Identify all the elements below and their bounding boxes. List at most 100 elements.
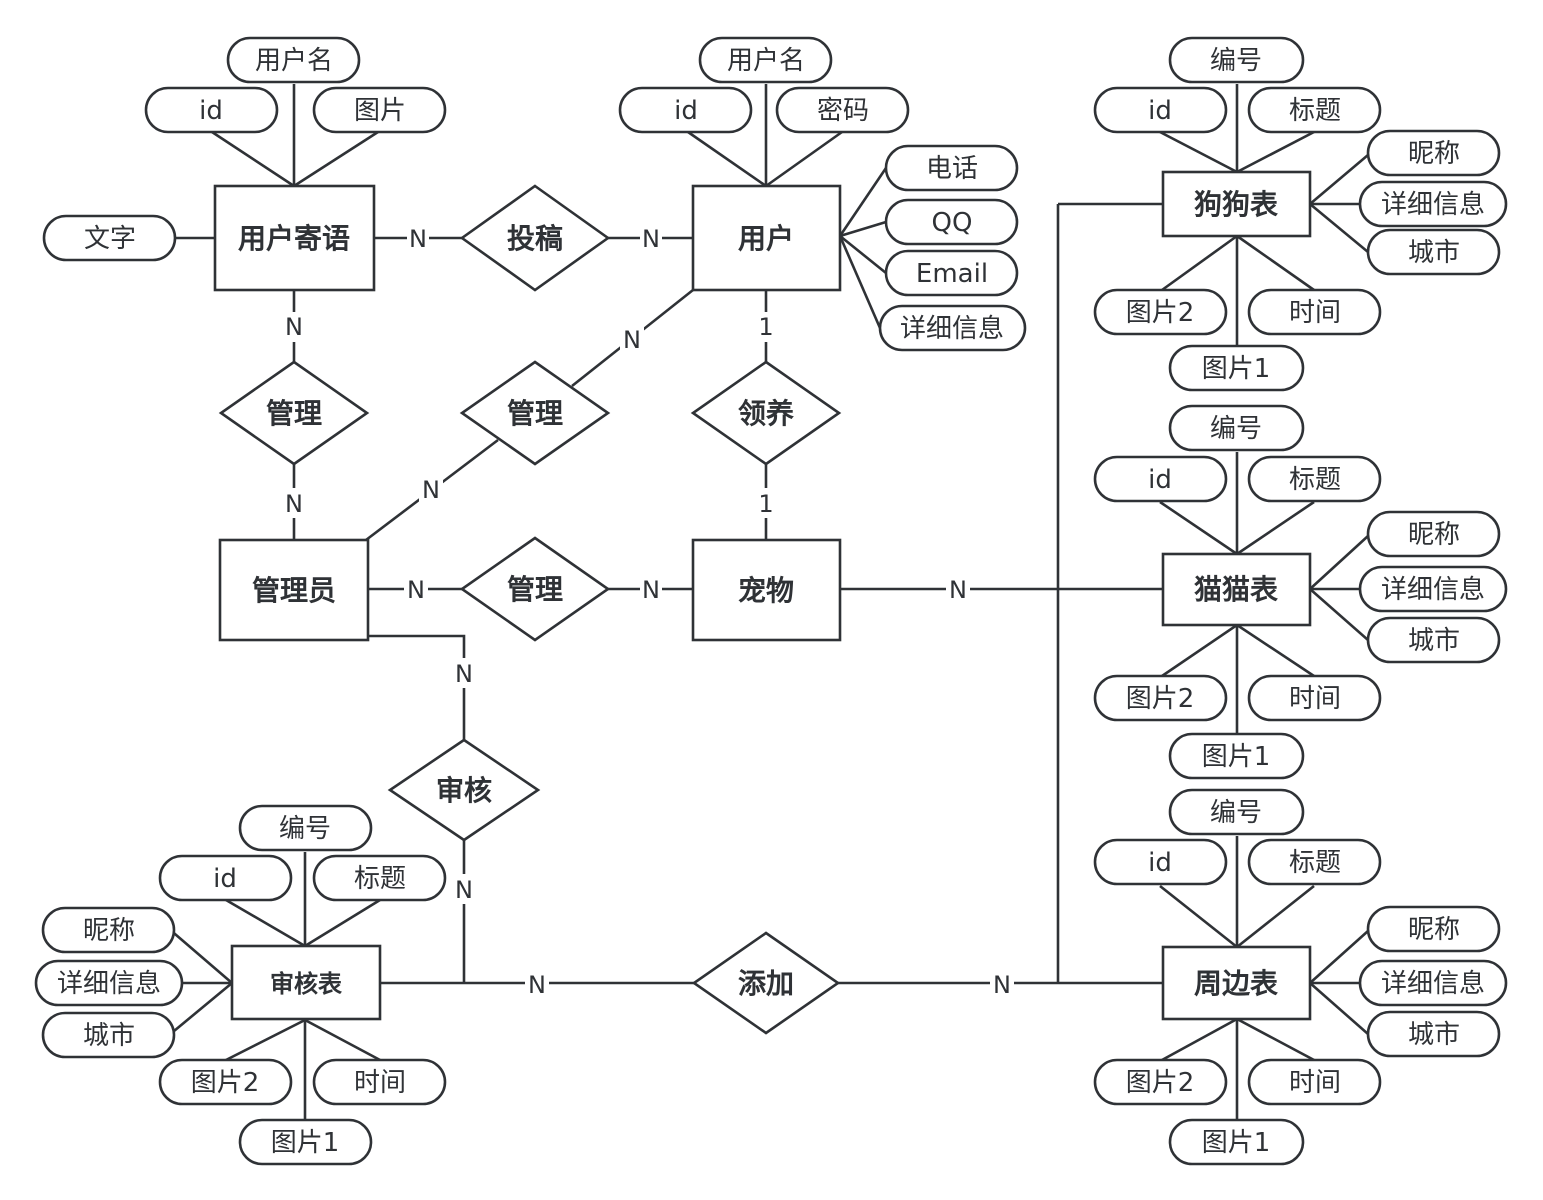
attribute-email: Email <box>884 249 1019 297</box>
svg-text:电话: 电话 <box>926 154 978 184</box>
svg-text:城市: 城市 <box>1408 626 1460 656</box>
attribute-image1: 图片1 <box>1168 1118 1305 1166</box>
svg-text:图片1: 图片1 <box>1202 354 1271 384</box>
attribute-city: 城市 <box>1366 616 1501 664</box>
cardinality-label: N <box>409 225 427 253</box>
attribute-number: 编号 <box>238 804 373 852</box>
attribute-time: 时间 <box>1247 1058 1382 1106</box>
entity-admin: 管理员 <box>218 538 370 642</box>
entity-cat-table: 猫猫表 <box>1161 552 1312 627</box>
svg-text:标题: 标题 <box>354 864 406 894</box>
cardinality-label: N <box>949 576 967 604</box>
svg-text:QQ: QQ <box>932 208 973 238</box>
attribute-id: id <box>618 86 753 134</box>
svg-text:审核: 审核 <box>436 774 492 807</box>
connector-lines <box>167 84 1369 1120</box>
attribute-nickname: 昵称 <box>41 906 176 954</box>
svg-text:Email: Email <box>916 259 988 289</box>
svg-text:详细信息: 详细信息 <box>57 969 161 999</box>
attribute-id: id <box>1093 455 1228 503</box>
svg-text:详细信息: 详细信息 <box>1381 190 1485 220</box>
attribute-image2: 图片2 <box>1093 1058 1228 1106</box>
attribute-details: 详细信息 <box>34 959 184 1007</box>
attribute-time: 时间 <box>1247 674 1382 722</box>
svg-text:昵称: 昵称 <box>1408 915 1460 945</box>
attribute-details: 详细信息 <box>1358 180 1508 228</box>
entity-pet: 宠物 <box>691 538 842 642</box>
svg-text:编号: 编号 <box>1210 46 1262 76</box>
relationship-manage-users: 管理 <box>459 360 611 466</box>
attribute-id: id <box>1093 86 1228 134</box>
cardinality-label: N <box>455 660 473 688</box>
cardinality-labels: N N N N N N 1 1 N N N N N N N <box>283 224 1014 999</box>
attribute-password: 密码 <box>775 86 910 134</box>
cardinality-label: 1 <box>758 490 773 518</box>
cardinality-label: N <box>642 225 660 253</box>
cardinality-label: N <box>285 313 303 341</box>
svg-text:管理: 管理 <box>266 397 322 430</box>
svg-text:时间: 时间 <box>1289 298 1341 328</box>
cardinality-label: N <box>528 971 546 999</box>
attribute-number: 编号 <box>1168 788 1305 836</box>
attribute-number: 编号 <box>1168 36 1305 84</box>
svg-text:用户寄语: 用户寄语 <box>238 222 350 255</box>
attribute-image: 图片 <box>312 86 447 134</box>
svg-text:用户名: 用户名 <box>255 46 333 76</box>
svg-text:领养: 领养 <box>738 397 794 430</box>
attribute-username: 用户名 <box>698 36 833 84</box>
attribute-title: 标题 <box>1247 838 1382 886</box>
relationship-manage-pets: 管理 <box>459 536 611 642</box>
attribute-time: 时间 <box>1247 288 1382 336</box>
svg-text:详细信息: 详细信息 <box>900 314 1004 344</box>
attribute-image1: 图片1 <box>238 1118 373 1166</box>
svg-text:图片: 图片 <box>354 96 406 126</box>
attribute-id: id <box>158 854 293 902</box>
svg-text:编号: 编号 <box>1210 798 1262 828</box>
svg-text:id: id <box>1148 96 1172 126</box>
relationship-add: 添加 <box>691 931 841 1035</box>
svg-text:图片2: 图片2 <box>191 1068 260 1098</box>
cardinality-label: N <box>285 490 303 518</box>
attribute-nickname: 昵称 <box>1366 905 1501 953</box>
svg-text:猫猫表: 猫猫表 <box>1194 573 1278 606</box>
svg-text:id: id <box>1148 465 1172 495</box>
svg-text:图片2: 图片2 <box>1126 1068 1195 1098</box>
attribute-city: 城市 <box>1366 1010 1501 1058</box>
attribute-city: 城市 <box>1366 228 1501 276</box>
svg-text:城市: 城市 <box>1408 1020 1460 1050</box>
svg-text:图片1: 图片1 <box>1202 742 1271 772</box>
attribute-nickname: 昵称 <box>1366 510 1501 558</box>
entity-merch-table: 周边表 <box>1161 945 1312 1021</box>
svg-text:周边表: 周边表 <box>1194 967 1278 1000</box>
svg-text:标题: 标题 <box>1289 465 1341 495</box>
svg-text:昵称: 昵称 <box>1408 520 1460 550</box>
svg-text:宠物: 宠物 <box>738 574 794 607</box>
attribute-time: 时间 <box>312 1058 447 1106</box>
svg-text:标题: 标题 <box>1289 96 1341 126</box>
entity-review-table: 审核表 <box>230 944 382 1021</box>
attribute-image1: 图片1 <box>1168 732 1305 780</box>
svg-text:编号: 编号 <box>279 814 331 844</box>
entity-user: 用户 <box>691 184 842 292</box>
svg-text:id: id <box>674 96 698 126</box>
svg-text:审核表: 审核表 <box>270 970 343 998</box>
svg-text:id: id <box>213 864 237 894</box>
svg-text:管理员: 管理员 <box>252 574 336 607</box>
svg-text:图片1: 图片1 <box>271 1128 340 1158</box>
svg-text:图片1: 图片1 <box>1202 1128 1271 1158</box>
svg-text:id: id <box>199 96 223 126</box>
attribute-qq: QQ <box>884 198 1019 246</box>
cardinality-label: N <box>623 326 641 354</box>
svg-text:用户: 用户 <box>738 222 794 255</box>
attribute-username: 用户名 <box>226 36 361 84</box>
svg-text:时间: 时间 <box>1289 1068 1341 1098</box>
attribute-id: id <box>144 86 279 134</box>
svg-text:标题: 标题 <box>1289 848 1341 878</box>
relationship-submit: 投稿 <box>459 184 611 292</box>
attribute-nickname: 昵称 <box>1366 129 1501 177</box>
svg-text:昵称: 昵称 <box>1408 139 1460 169</box>
svg-text:管理: 管理 <box>507 397 563 430</box>
relationship-adopt: 领养 <box>690 360 842 466</box>
relationship-review: 审核 <box>387 738 541 842</box>
